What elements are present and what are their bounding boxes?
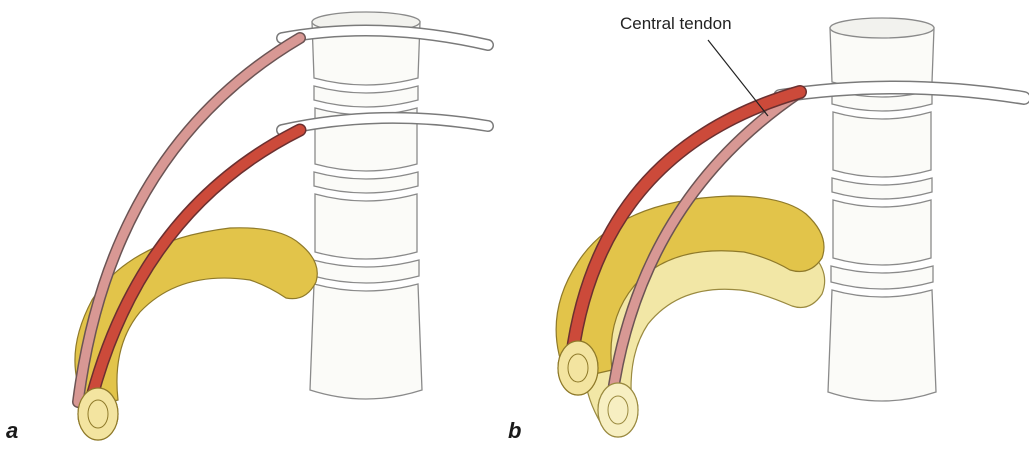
panel-a: [75, 12, 488, 440]
panel-label-a: a: [6, 418, 18, 444]
vertebral-column: [828, 18, 936, 401]
central-tendon-leader: [708, 40, 768, 116]
panel-label-b: b: [508, 418, 521, 444]
central-tendon-label: Central tendon: [620, 14, 732, 34]
panel-b: [556, 18, 1024, 437]
vertebral-column: [310, 12, 422, 399]
